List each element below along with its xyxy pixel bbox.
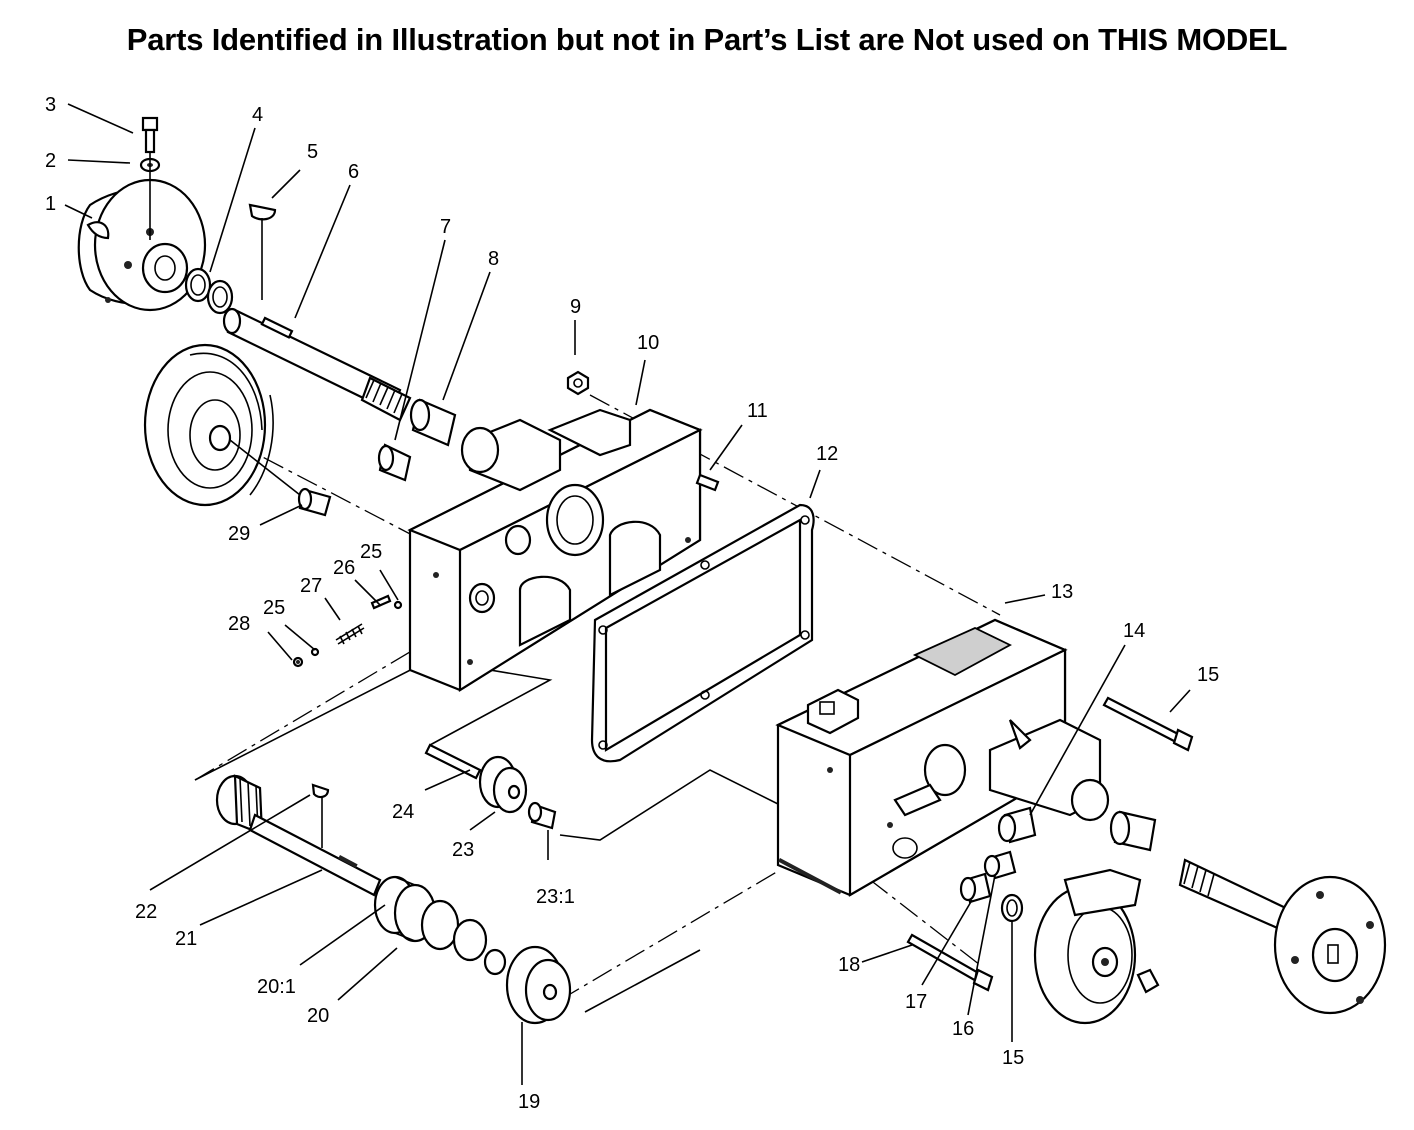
callout-15-lower: 15 [1002,1047,1024,1069]
input-shaft-part-21 [248,813,382,897]
callout-18: 18 [838,954,860,976]
callout-16: 16 [952,1018,974,1040]
gear-part-19 [505,945,572,1025]
bolt-part-18 [906,933,994,992]
seal-rings-part-4 [184,267,234,315]
callout-29: 29 [228,523,250,545]
callout-20: 20 [307,1005,329,1027]
bushing-part-14 [997,806,1037,844]
callout-3: 3 [45,94,56,116]
dowel-pin-part-11 [695,473,720,492]
bushing-part-8 [409,398,457,447]
callout-26: 26 [333,557,355,579]
rear-housing-part-13 [775,618,1110,897]
long-bolt-part-15-upper [1102,696,1194,752]
page-title: Parts Identified in Illustration but not… [126,22,1288,57]
gear-part-20 [420,899,507,976]
callout-4: 4 [252,104,263,126]
bolt-part-3 [141,116,159,240]
key-part-22 [311,783,330,848]
bushing-part-7 [377,443,412,482]
callout-19: 19 [518,1091,540,1113]
callout-9: 9 [570,296,581,318]
callout-23-1: 23:1 [536,886,575,908]
output-shaft-part-6 [222,307,412,422]
callout-12: 12 [816,443,838,465]
right-bushing [1109,810,1157,852]
callout-20-1: 20:1 [257,976,296,998]
pin-part-24 [424,743,482,780]
leader-lines [64,103,1191,1085]
callout-27: 27 [300,575,322,597]
callout-25-lower: 25 [263,597,285,619]
callout-10: 10 [637,332,659,354]
callout-2: 2 [45,150,56,172]
bushing-part-17 [959,872,992,904]
nut-part-9 [566,370,590,396]
callout-6: 6 [348,161,359,183]
callout-1: 1 [45,193,56,215]
callout-13: 13 [1051,581,1073,603]
right-flange-shaft [1178,858,1387,1015]
callout-8: 8 [488,248,499,270]
callout-11: 11 [747,400,768,422]
bushing-part-23-1 [527,801,557,830]
callout-7: 7 [440,216,451,238]
gasket-part-12 [590,503,815,763]
callout-14: 14 [1123,620,1145,642]
callout-24: 24 [392,801,414,823]
callout-23: 23 [452,839,474,861]
bushing-part-16 [983,850,1017,880]
callout-labels: 1 2 3 4 5 6 7 8 9 10 11 12 13 14 15 15 1… [45,94,1219,1113]
bushing-part-29 [297,487,332,517]
side-cover-brake [1033,868,1160,1025]
callout-21: 21 [175,928,197,950]
callout-28: 28 [228,613,250,635]
callout-17: 17 [905,991,927,1013]
o-ring-part-15-lower [1000,893,1024,923]
callout-25-upper: 25 [360,541,382,563]
callout-22: 22 [135,901,157,923]
detent-parts-25-28 [292,594,403,668]
callout-5: 5 [307,141,318,163]
front-housing-part-10 [407,408,703,692]
callout-15-upper: 15 [1197,664,1219,686]
flange-part-1 [77,178,207,312]
gear-part-23 [478,755,528,814]
woodruff-key-part-5 [248,203,277,300]
drive-pulley [143,343,301,507]
